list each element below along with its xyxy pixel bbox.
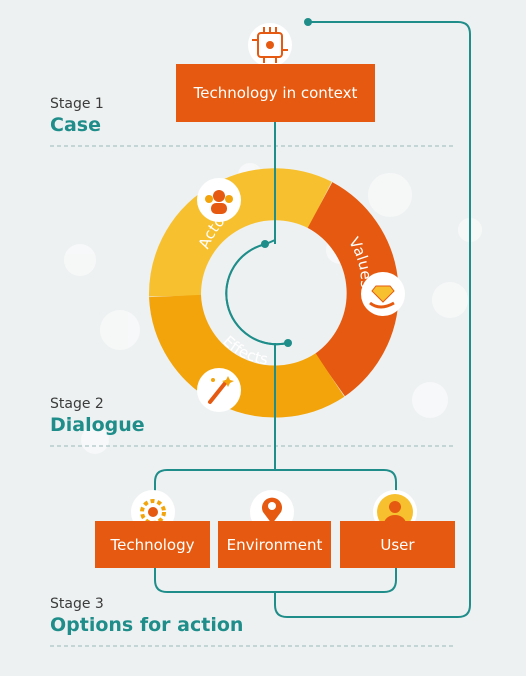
stage-3-number: Stage 3 bbox=[50, 596, 104, 612]
people-group-icon bbox=[197, 178, 241, 222]
line-options-bottom bbox=[154, 568, 397, 593]
line-feedback-loop bbox=[274, 21, 471, 618]
magic-wand-icon bbox=[197, 368, 241, 412]
stage-1-number: Stage 1 bbox=[50, 96, 104, 112]
dialogue-ring bbox=[149, 168, 399, 418]
inner-loop-overlay bbox=[225, 243, 289, 346]
option-technology-box: Technology bbox=[95, 521, 210, 568]
ring-segment-effects bbox=[149, 293, 345, 418]
stage-2-title: Dialogue bbox=[50, 414, 145, 436]
option-environment-label: Environment bbox=[226, 535, 323, 554]
hand-diamond-icon bbox=[361, 272, 405, 316]
stage-1-title: Case bbox=[50, 114, 101, 136]
stage-2-number: Stage 2 bbox=[50, 396, 104, 412]
technology-in-context-box: Technology in context bbox=[176, 64, 375, 122]
stage-separators bbox=[50, 145, 455, 647]
feedback-dot bbox=[304, 18, 312, 26]
stage-3-title: Options for action bbox=[50, 614, 244, 636]
option-user-box: User bbox=[340, 521, 455, 568]
technology-in-context-label: Technology in context bbox=[193, 84, 358, 102]
option-technology-label: Technology bbox=[110, 535, 195, 554]
circuit-chip-icon bbox=[248, 23, 292, 67]
option-environment-box: Environment bbox=[218, 521, 331, 568]
line-inner-loop bbox=[225, 243, 289, 346]
ring-segment-actors bbox=[149, 168, 332, 297]
option-user-label: User bbox=[380, 535, 415, 554]
